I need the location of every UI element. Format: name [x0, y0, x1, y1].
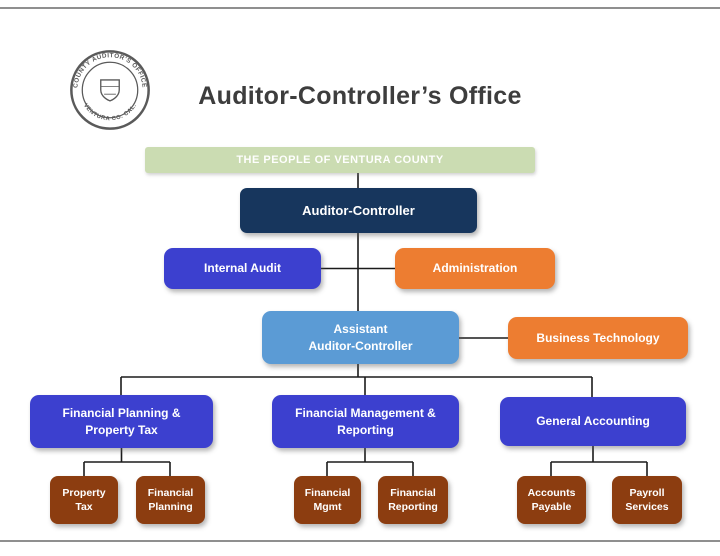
node-label: Administration: [432, 261, 518, 276]
banner-label: THE PEOPLE OF VENTURA COUNTY: [236, 153, 444, 166]
node-label-line2: Planning: [148, 501, 193, 513]
node-property-tax: Property Tax: [50, 476, 118, 524]
node-internal-audit: Internal Audit: [164, 248, 321, 289]
node-label-line1: Financial Management &: [295, 406, 436, 421]
county-seal: COUNTY AUDITOR'S OFFICE VENTURA CO. CAL.: [70, 50, 150, 130]
seal-shield-detail: [100, 86, 120, 95]
node-label-line2: Services: [625, 501, 669, 513]
node-label: General Accounting: [536, 414, 650, 429]
node-label-line1: Payroll: [629, 486, 665, 499]
node-label-line1: Financial: [304, 486, 351, 499]
node-financial-reporting: Financial Reporting: [378, 476, 448, 524]
node-label-line1: Assistant: [333, 322, 388, 337]
node-label-line2: Reporting: [337, 422, 394, 437]
node-label: Auditor-Controller: [302, 202, 415, 218]
node-label-line2: Property Tax: [85, 422, 158, 437]
node-financial-planning: Financial Planning: [136, 476, 205, 524]
node-administration: Administration: [395, 248, 555, 289]
node-accounts-payable: Accounts Payable: [517, 476, 586, 524]
node-label-line2: Mgmt: [313, 501, 342, 513]
node-financial-management-reporting: Financial Management & Reporting: [272, 395, 459, 448]
node-assistant-auditor-controller: Assistant Auditor-Controller: [262, 311, 459, 364]
node-business-technology: Business Technology: [508, 317, 688, 359]
seal-bottom-text: VENTURA CO. CAL.: [82, 103, 138, 123]
node-label-line1: Property: [62, 486, 106, 499]
node-label-line1: Financial: [390, 486, 436, 499]
seal-outer-ring: [70, 50, 150, 130]
node-label-line1: Financial Planning &: [62, 406, 181, 421]
page-title: Auditor-Controller’s Office: [198, 82, 522, 110]
node-label-line1: Financial: [147, 486, 194, 499]
node-label-line2: Payable: [531, 501, 572, 513]
slide-top-border: [0, 7, 720, 9]
node-label-line2: Reporting: [388, 501, 438, 513]
node-label: Business Technology: [536, 330, 660, 345]
node-general-accounting: General Accounting: [500, 397, 686, 446]
slide-bottom-border: [0, 540, 720, 542]
node-payroll-services: Payroll Services: [612, 476, 682, 524]
node-label-line2: Auditor-Controller: [308, 338, 413, 353]
seal-shield-icon: [100, 79, 120, 102]
node-label: Internal Audit: [204, 261, 281, 276]
seal-inner-ring: [81, 61, 139, 119]
node-auditor-controller: Auditor-Controller: [240, 188, 477, 233]
banner-people-of-ventura-county: THE PEOPLE OF VENTURA COUNTY: [145, 147, 535, 173]
node-financial-mgmt: Financial Mgmt: [294, 476, 361, 524]
node-label-line1: Accounts: [527, 486, 576, 499]
svg-text:VENTURA CO. CAL.: VENTURA CO. CAL.: [82, 103, 138, 123]
node-financial-planning-property-tax: Financial Planning & Property Tax: [30, 395, 213, 448]
node-label-line2: Tax: [75, 501, 93, 513]
